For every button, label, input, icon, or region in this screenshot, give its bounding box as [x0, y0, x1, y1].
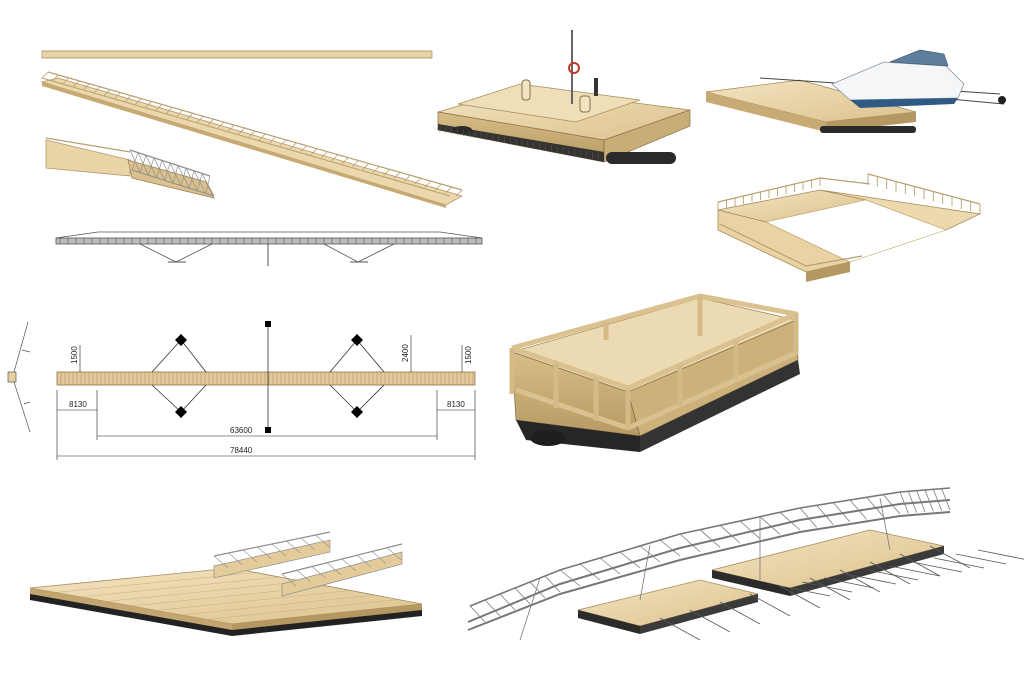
motor-boat-shape	[831, 49, 965, 108]
dim-right-offset: 8130	[447, 400, 465, 409]
u-shaped-dock-render	[717, 173, 982, 282]
platform-gangways	[213, 531, 403, 597]
side-detail-sketch	[7, 321, 31, 433]
dim-right-height: 1500	[464, 346, 473, 364]
dim-inner-span: 63600	[230, 426, 253, 435]
boat-pier-render	[705, 49, 1006, 133]
service-pontoon-render	[437, 30, 691, 164]
dim-left-height: 1500	[70, 346, 79, 364]
railed-pontoon-render	[509, 293, 800, 452]
large-platform-render	[29, 531, 423, 636]
dim-width: 2400	[401, 344, 410, 362]
gangway-with-truss-ramp	[45, 137, 215, 199]
truss-bridge-marina-render	[467, 487, 1024, 641]
gangway-diagonal-long	[40, 71, 464, 208]
gangway-top-view	[41, 50, 433, 59]
technical-plan-drawing: 8130 8130 63600 78440 1500 1500 2400	[7, 321, 476, 460]
dim-left-offset: 8130	[69, 400, 87, 409]
dim-total-length: 78440	[230, 446, 253, 455]
gangway-side-elevation	[55, 231, 483, 266]
